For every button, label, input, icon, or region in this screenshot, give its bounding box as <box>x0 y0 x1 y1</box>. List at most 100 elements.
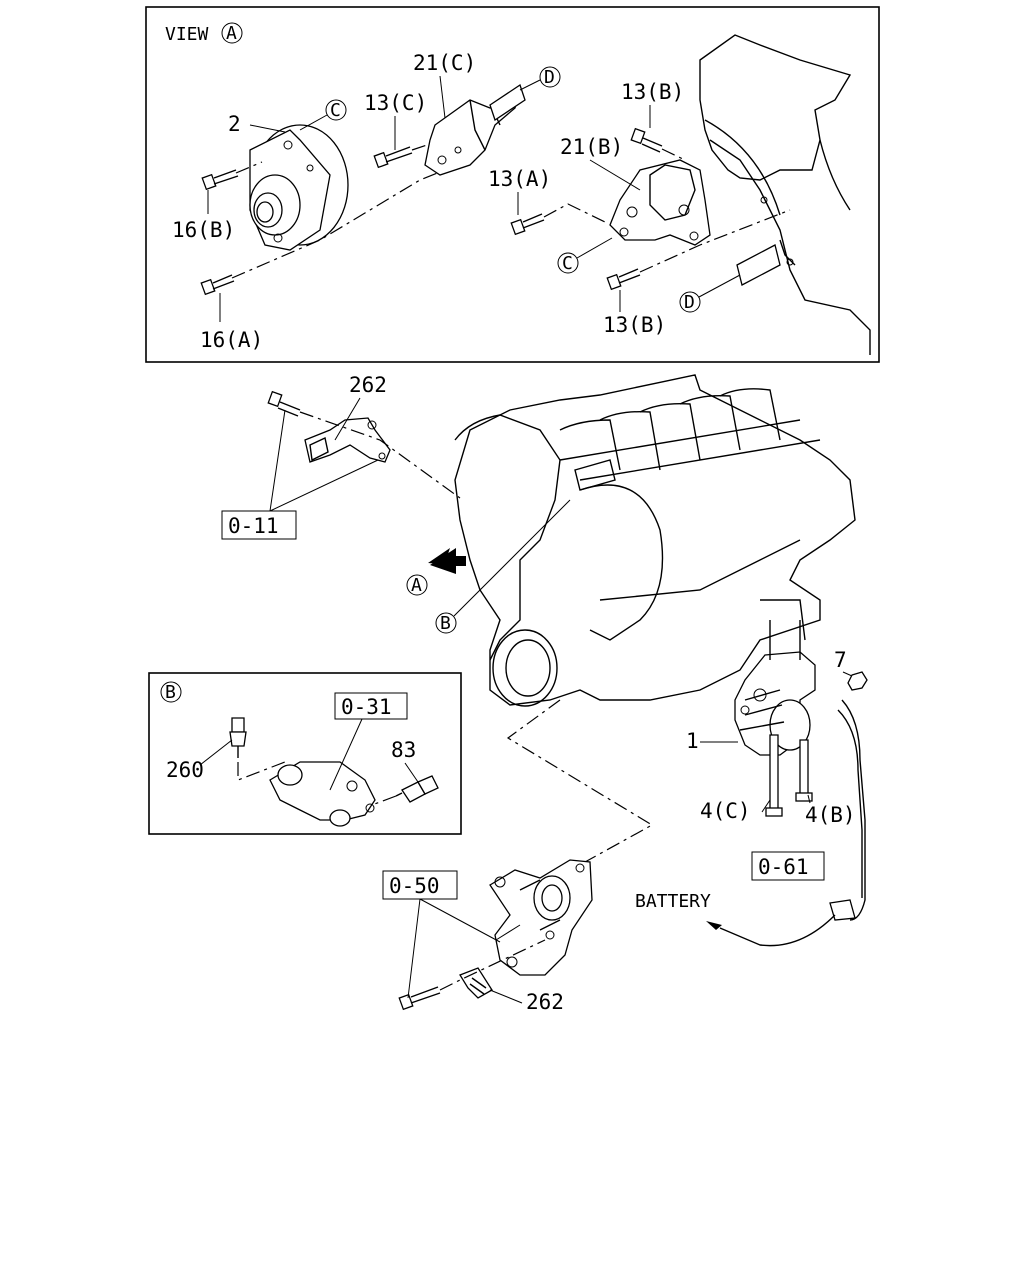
intake-manifold <box>559 388 821 481</box>
callout-4b-leader <box>807 794 811 804</box>
engine-assembly: A B <box>406 374 856 707</box>
ref-a-circle <box>406 574 428 596</box>
battery-arrow <box>706 921 722 930</box>
water-outlet-assembly: 262 <box>398 859 593 1014</box>
bolt-4c <box>769 734 779 811</box>
engine-to-outlet-line <box>506 699 654 863</box>
plate-d-lower <box>736 244 781 286</box>
callout-262-top-leader <box>334 397 361 441</box>
bolt-13b-top-line <box>661 148 686 161</box>
view-a-title-marker-circle <box>221 22 243 44</box>
callout-2-leader <box>249 124 286 133</box>
starter-stud-lines <box>769 620 801 660</box>
outlet-mount-line <box>495 924 521 941</box>
block-lower-edge <box>599 539 801 601</box>
bolt-13b-top <box>630 127 663 153</box>
callout-13c: 13(C) <box>364 91 427 115</box>
bolt-16b <box>201 169 239 191</box>
battery-cable <box>841 699 866 921</box>
section-ref-0-61-text: 0-61 <box>758 855 809 879</box>
bolt-4b <box>799 739 809 796</box>
starter-motor: 1 7 4(C) 4(B) BATTERY <box>635 620 868 947</box>
callout-7-leader <box>842 671 853 677</box>
battery-cable-inner <box>837 709 863 898</box>
detail-b-frame <box>148 672 462 835</box>
alt-mount-line <box>231 159 471 279</box>
callout-83: 83 <box>391 738 416 762</box>
ref-d-bottom-leader <box>698 274 741 298</box>
view-a-arrow-head <box>430 548 466 574</box>
section-ref-0-11-text: 0-11 <box>228 514 279 538</box>
section-ref-0-50-text: 0-50 <box>389 874 440 898</box>
bolt-outlet <box>398 993 414 1011</box>
callout-83-leader <box>404 762 419 783</box>
engine-outline <box>454 374 856 706</box>
sensor-260-line <box>237 761 286 781</box>
callout-13b-top: 13(B) <box>621 80 684 104</box>
callout-21c-leader <box>439 75 446 119</box>
cable-to-battery <box>719 914 836 947</box>
ref-a: A <box>411 575 422 596</box>
callout-262-top: 262 <box>349 373 387 397</box>
bracket-262-top: 262 <box>267 373 461 499</box>
callout-2: 2 <box>228 112 241 136</box>
callout-1: 1 <box>686 729 699 753</box>
crank-pulley <box>492 629 558 707</box>
callout-21c: 21(C) <box>413 51 476 75</box>
bolt-13a <box>510 213 545 236</box>
bolt-13a-line <box>543 203 606 223</box>
bolt-13c <box>373 146 413 169</box>
section-ref-0-31-text: 0-31 <box>341 695 392 719</box>
crank-pulley-inner <box>505 639 551 697</box>
detail-b-marker-circle <box>160 681 182 703</box>
callout-262-bottom-leader <box>489 989 523 1004</box>
ref-c-top: C <box>330 100 341 121</box>
alt-upper-line <box>235 161 263 174</box>
bracket-21b <box>609 159 711 246</box>
detail-b-panel: B 260 83 0-31 <box>148 672 462 835</box>
ref-d-top: D <box>544 67 555 88</box>
callout-4b: 4(B) <box>805 803 856 827</box>
section-ref-0-50-leaders <box>407 898 501 999</box>
callout-260-leader <box>199 739 233 766</box>
ref-b-main-circle <box>435 612 457 634</box>
ref-c-top-circle <box>325 99 347 121</box>
view-a-panel: VIEW A <box>145 6 880 363</box>
callout-260: 260 <box>166 758 204 782</box>
nut-7 <box>847 671 868 691</box>
timing-belt-cover <box>579 484 664 641</box>
ref-d-top-leader <box>519 79 541 91</box>
callout-13a: 13(A) <box>488 167 551 191</box>
cable-terminal <box>829 899 856 921</box>
bolt-outlet-line <box>439 939 546 991</box>
sensor-83 <box>395 775 439 803</box>
ref-b-main-leader <box>453 499 571 617</box>
sensor-boss <box>574 459 616 491</box>
ref-c-bottom: C <box>562 253 573 274</box>
plate-d-upper <box>489 83 526 122</box>
callout-13b-bottom: 13(B) <box>603 313 666 337</box>
section-ref-0-31-box <box>334 692 408 720</box>
callout-16b: 16(B) <box>172 218 235 242</box>
sensor-260 <box>229 717 247 758</box>
thermostat-housing <box>269 761 376 827</box>
detail-b-marker: B <box>165 682 176 703</box>
view-a-title: VIEW <box>165 24 209 45</box>
view-a-frame <box>145 6 880 363</box>
section-ref-0-50: 0-50 <box>382 870 501 999</box>
battery-label: BATTERY <box>635 891 711 912</box>
section-ref-0-11-leaders <box>269 409 379 512</box>
callout-262-bottom: 262 <box>526 990 564 1014</box>
ref-d-top-circle <box>539 66 561 88</box>
callout-21b: 21(B) <box>560 135 623 159</box>
ref-b-main: B <box>440 613 451 634</box>
ref-d-bottom-circle <box>679 291 701 313</box>
bracket-262-bottom <box>459 967 493 999</box>
ref-c-top-leader <box>299 114 328 131</box>
timing-cover <box>454 414 561 661</box>
callout-21b-leader <box>589 159 641 191</box>
callout-4c: 4(C) <box>700 799 751 823</box>
section-ref-0-61: 0-61 <box>751 851 825 881</box>
ref-c-bottom-leader <box>576 237 613 259</box>
